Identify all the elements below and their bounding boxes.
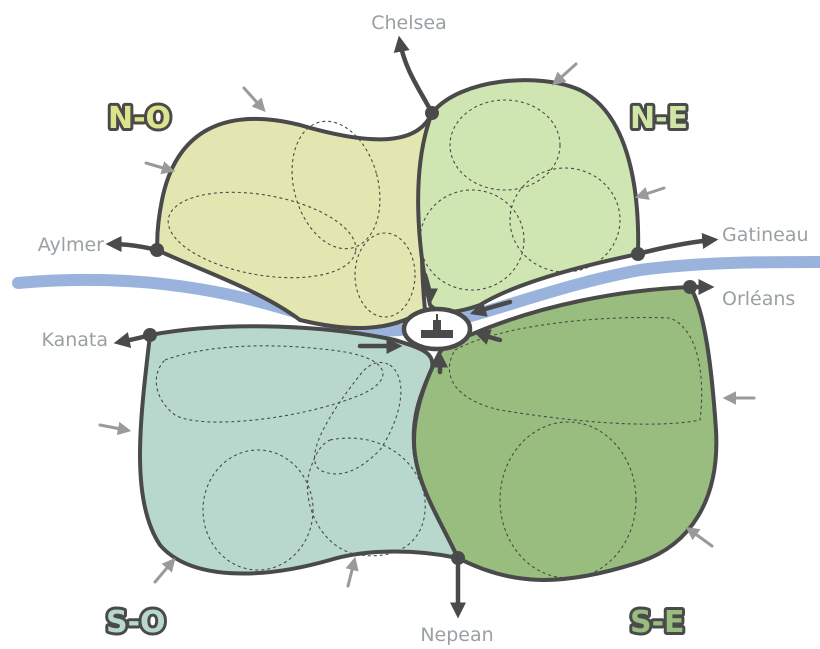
inbound-arrow-north: [421, 272, 439, 305]
city-label-gatineau: Gatineau: [722, 224, 809, 246]
junction-dot: [150, 243, 164, 257]
pressure-arrow: [634, 186, 666, 200]
junction-dot: [451, 551, 465, 565]
neighbourhood-outline: [499, 421, 637, 579]
neighbourhood-outline: [509, 167, 621, 273]
pressure-arrow: [98, 421, 132, 436]
neighbourhood-outline: [419, 189, 525, 291]
quadrant-label-se: S-E: [630, 605, 685, 640]
city-label-aylmer: Aylmer: [38, 234, 104, 256]
city-label-nepean: Nepean: [420, 624, 493, 646]
quadrant-label-nw: N-O: [108, 101, 171, 136]
neighbourhood-outline: [167, 191, 357, 279]
city-label-kanata: Kanata: [41, 329, 108, 351]
neighbourhood-outline: [354, 232, 416, 318]
neighbourhood-outline: [449, 99, 561, 191]
pressure-arrow: [551, 62, 578, 86]
junction-dot: [425, 106, 439, 120]
inbound-arrow-southeast: [473, 329, 503, 345]
city-label-orleans: Orléans: [722, 288, 795, 310]
pressure-arrow: [242, 86, 266, 113]
road-gatineau: [635, 232, 719, 257]
pressure-arrow: [153, 557, 176, 584]
parliament-icon: [401, 306, 473, 352]
pressure-arrow: [685, 526, 714, 548]
pressure-arrow: [345, 556, 359, 588]
quadrant-sw: [138, 324, 460, 576]
junction-dot: [143, 328, 157, 342]
junction-dot: [683, 280, 697, 294]
quadrant-nw: [155, 111, 434, 331]
pressure-arrow: [144, 161, 176, 175]
inbound-arrow-east: [469, 299, 513, 317]
neighbourhood-outline: [155, 345, 384, 423]
quadrant-label-sw: S-O: [106, 605, 166, 640]
junction-dot: [631, 247, 645, 261]
road-chelsea: [393, 35, 435, 116]
quadrant-label-ne: N-E: [630, 101, 688, 136]
neighbourhood-outline: [448, 316, 703, 425]
city-label-chelsea: Chelsea: [371, 12, 447, 34]
neighbourhood-outline: [202, 449, 314, 571]
